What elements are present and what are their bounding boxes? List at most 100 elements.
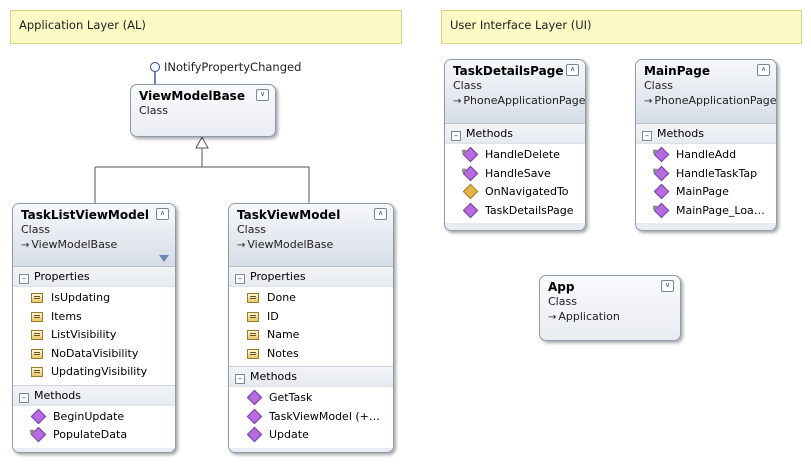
method-icon [246, 426, 263, 443]
class-name: TaskViewModel [237, 208, 341, 222]
methods-section-header[interactable]: –Methods [445, 124, 585, 144]
property-icon [31, 311, 43, 322]
class-app[interactable]: App Class →Application ∨ [539, 275, 681, 341]
methods-list: HandleDelete HandleSave OnNavigatedTo Ta… [445, 144, 585, 223]
double-chevron-down-icon[interactable]: ∨ [256, 89, 269, 101]
method-icon [462, 202, 479, 218]
private-method-icon [653, 146, 670, 163]
method-item[interactable]: MainPage_Loa… [636, 202, 776, 221]
methods-section-header[interactable]: –Methods [636, 124, 776, 144]
private-method-icon [30, 426, 47, 443]
property-icon [31, 293, 43, 303]
double-chevron-up-icon[interactable]: ∧ [374, 208, 387, 220]
property-item[interactable]: ID [229, 308, 393, 327]
class-base: →ViewModelBase [21, 238, 118, 251]
collapse-section-icon[interactable]: – [19, 274, 29, 284]
method-item[interactable]: HandleTaskTap [636, 165, 776, 184]
collapse-section-icon[interactable]: – [19, 392, 29, 403]
property-item[interactable]: NoDataVisibility [13, 345, 175, 364]
class-taskviewmodel[interactable]: TaskViewModel Class →ViewModelBase ∧ –Pr… [228, 203, 394, 453]
methods-list: BeginUpdate PopulateData [13, 406, 175, 448]
property-icon [31, 348, 43, 359]
method-item[interactable]: HandleSave [445, 165, 585, 184]
collapse-section-icon[interactable]: – [235, 274, 245, 284]
methods-list: GetTask TaskViewModel (+… Update [229, 387, 393, 448]
private-method-icon [462, 146, 479, 163]
class-base: →Application [548, 310, 620, 323]
class-name: TaskListViewModel [21, 208, 149, 222]
interface-label: INotifyPropertyChanged [164, 60, 302, 74]
methods-section-header[interactable]: –Methods [229, 366, 393, 387]
class-kind: Class [548, 295, 577, 308]
class-body: –Methods HandleDelete HandleSave OnNavig… [445, 124, 585, 223]
property-icon [247, 311, 259, 322]
double-chevron-up-icon[interactable]: ∧ [757, 64, 770, 76]
property-item[interactable]: Name [229, 326, 393, 345]
class-kind: Class [21, 223, 50, 236]
class-kind: Class [644, 79, 673, 92]
method-item[interactable]: BeginUpdate [13, 408, 175, 427]
private-method-icon [653, 165, 670, 181]
class-tasklistviewmodel[interactable]: TaskListViewModel Class →ViewModelBase ∧… [12, 203, 176, 453]
class-header: App Class →Application ∨ [540, 276, 680, 330]
class-body: –Properties IsUpdating Items ListVisibil… [13, 267, 175, 448]
method-item[interactable]: GetTask [229, 389, 393, 408]
class-header: TaskViewModel Class →ViewModelBase ∧ [229, 204, 393, 267]
method-item[interactable]: PopulateData [13, 426, 175, 445]
ui-layer-banner: User Interface Layer (UI) [441, 10, 802, 44]
double-chevron-up-icon[interactable]: ∧ [156, 208, 169, 220]
properties-section-header[interactable]: –Properties [229, 267, 393, 287]
interface-inotifypropertychanged[interactable]: INotifyPropertyChanged [150, 60, 301, 74]
properties-list: Done ID Name Notes [229, 287, 393, 366]
class-header: TaskListViewModel Class →ViewModelBase ∧ [13, 204, 175, 267]
application-layer-banner: Application Layer (AL) [10, 10, 402, 44]
method-icon [246, 389, 263, 406]
method-item[interactable]: HandleDelete [445, 146, 585, 165]
method-item[interactable]: MainPage [636, 183, 776, 202]
collapse-section-icon[interactable]: – [642, 131, 652, 141]
method-item[interactable]: HandleAdd [636, 146, 776, 165]
class-taskdetailspage[interactable]: TaskDetailsPage Class →PhoneApplicationP… [444, 59, 586, 231]
class-name: App [548, 280, 575, 294]
properties-list: IsUpdating Items ListVisibility NoDataVi… [13, 287, 175, 385]
methods-list: HandleAdd HandleTaskTap MainPage MainPag… [636, 144, 776, 223]
class-name: TaskDetailsPage [453, 64, 564, 78]
class-header: ViewModelBase Class ∨ [131, 85, 275, 123]
property-icon [247, 330, 259, 340]
class-mainpage[interactable]: MainPage Class →PhoneApplicationPage ∧ –… [635, 59, 777, 231]
method-icon [246, 408, 263, 424]
class-name: MainPage [644, 64, 710, 78]
collapse-section-icon[interactable]: – [451, 131, 461, 141]
property-item[interactable]: UpdatingVisibility [13, 363, 175, 382]
class-base: →ViewModelBase [237, 238, 334, 251]
class-header: MainPage Class →PhoneApplicationPage ∧ [636, 60, 776, 124]
class-body: –Properties Done ID Name Notes –Methods … [229, 267, 393, 448]
properties-section-header[interactable]: –Properties [13, 267, 175, 287]
property-item[interactable]: Done [229, 289, 393, 308]
class-kind: Class [139, 104, 168, 117]
method-item[interactable]: TaskViewModel (+… [229, 408, 393, 427]
class-name: ViewModelBase [139, 89, 245, 103]
double-chevron-up-icon[interactable]: ∧ [566, 64, 579, 76]
class-body: –Methods HandleAdd HandleTaskTap MainPag… [636, 124, 776, 223]
property-icon [31, 367, 43, 377]
collapse-section-icon[interactable]: – [235, 374, 245, 384]
property-icon [31, 330, 43, 340]
property-item[interactable]: IsUpdating [13, 289, 175, 308]
method-item[interactable]: Update [229, 426, 393, 445]
double-chevron-down-icon[interactable]: ∨ [661, 280, 674, 292]
method-item[interactable]: OnNavigatedTo [445, 183, 585, 202]
class-base: →PhoneApplicationPage [453, 94, 586, 107]
property-icon [247, 348, 259, 359]
method-icon [30, 408, 47, 424]
methods-section-header[interactable]: –Methods [13, 384, 175, 406]
filter-icon[interactable] [159, 255, 169, 262]
property-item[interactable]: Items [13, 308, 175, 327]
property-item[interactable]: Notes [229, 345, 393, 364]
inheritance-arrow-icon [195, 135, 209, 149]
ui-layer-label: User Interface Layer (UI) [450, 18, 592, 32]
method-item[interactable]: TaskDetailsPage [445, 202, 585, 221]
class-viewmodelbase[interactable]: ViewModelBase Class ∨ [130, 84, 276, 137]
property-item[interactable]: ListVisibility [13, 326, 175, 345]
application-layer-label: Application Layer (AL) [19, 18, 146, 32]
